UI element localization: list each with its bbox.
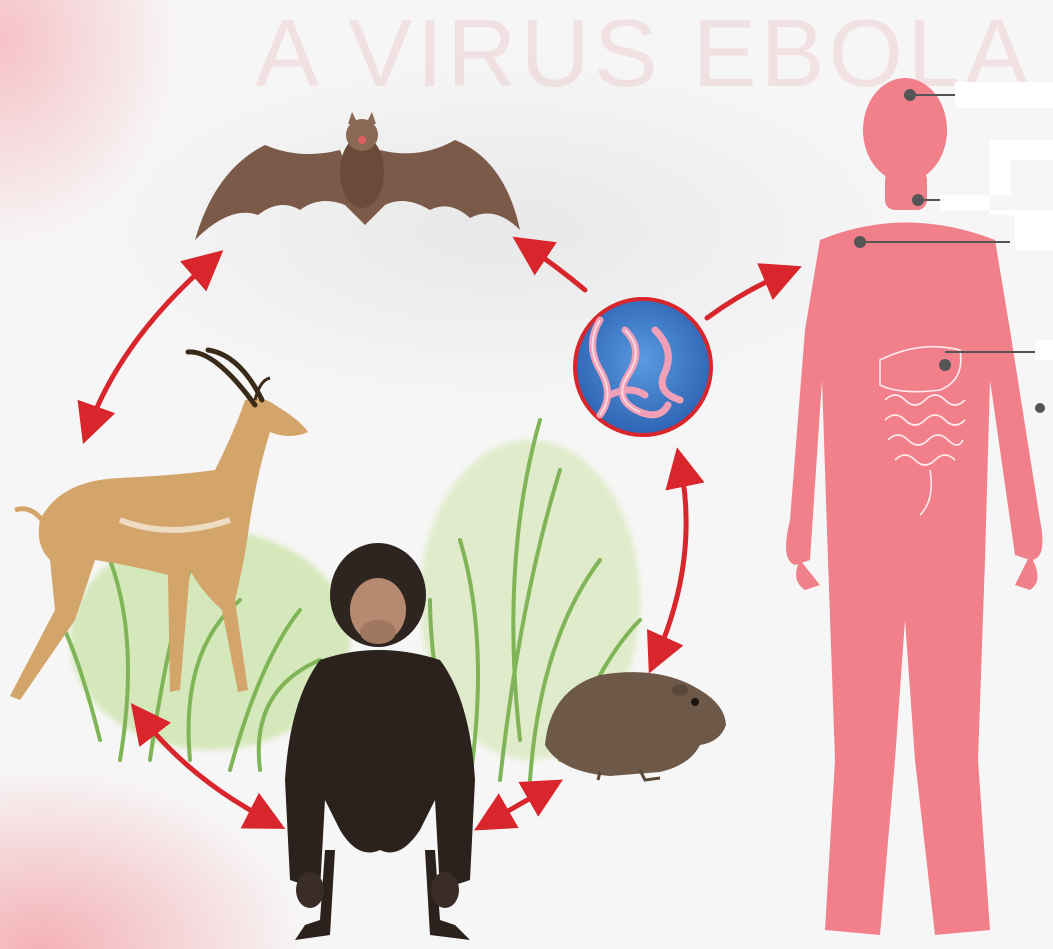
human-silhouette [786, 78, 1053, 935]
bat-illustration [195, 112, 520, 240]
arrow-virus-to-human [707, 272, 788, 318]
arrow-bat-antelope [88, 260, 212, 430]
ebola-virus-illustration [575, 299, 711, 435]
arrow-chimp-rodent [487, 787, 550, 823]
arrow-virus-to-bat [525, 245, 585, 290]
arrow-virus-rodent [655, 462, 686, 660]
